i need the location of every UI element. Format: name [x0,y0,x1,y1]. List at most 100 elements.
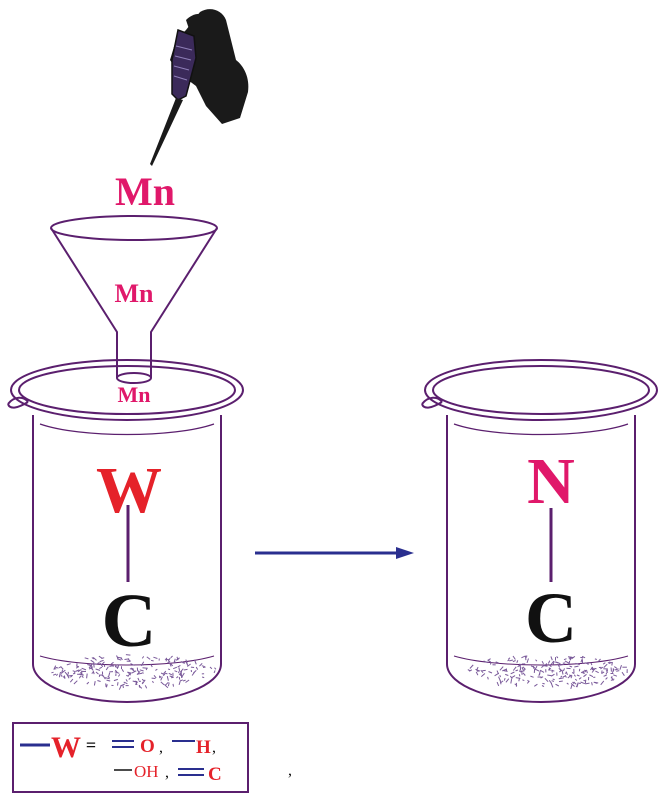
sediment-grain [55,666,59,669]
sediment-grain [118,684,122,690]
sediment-grain [84,657,89,660]
sediment-grain [512,666,517,671]
sediment-grain [86,673,88,679]
sediment-grain [518,674,521,677]
sediment-grain [170,655,173,659]
sediment-grain [131,670,137,674]
sediment-grain [116,655,119,660]
sediment-grain [127,671,132,676]
sediment-grain [518,678,520,682]
sediment-grain [144,685,148,689]
sediment-grain [179,668,184,673]
sediment-grain [117,656,123,659]
sediment-grain [521,667,524,670]
sediment-grain [521,656,525,659]
sediment-grain [573,674,576,677]
sediment-grain [523,655,528,658]
sediment-grain [114,671,120,674]
sediment-grain [168,672,173,676]
sediment-grain [99,659,104,663]
sediment-grain [489,662,492,665]
sediment-grain [101,661,105,666]
sediment-grain [572,681,575,685]
sediment-grain [170,663,174,667]
sediment-grain [535,659,538,662]
sediment-grain [116,658,122,661]
sediment-grain [199,663,203,667]
sediment-grain [586,669,588,674]
sediment-grain [534,683,538,687]
sediment-grain [130,667,135,670]
sediment-grain [117,664,120,668]
sediment-grain [141,656,145,659]
sediment-grain [150,659,154,662]
sediment-grain [542,682,545,685]
sediment-grain [548,663,552,668]
sediment-grain [142,667,148,669]
sediment-grain [503,677,506,681]
sediment-grain [518,663,522,667]
sediment-grain [107,675,110,679]
sediment-grain [123,681,128,685]
legend-comma: , [165,764,169,781]
sediment-grain [576,674,580,677]
legend-comma: , [212,739,216,756]
sediment-grain [186,663,191,667]
sediment-grain [530,675,534,678]
sediment-grain [583,673,587,678]
sediment-grain [575,662,581,666]
sediment-grain [522,679,525,682]
sediment-grain [160,681,165,686]
sediment-grain [507,657,511,660]
sediment-grain [213,670,216,674]
sediment-grain [488,671,493,674]
sediment-grain [202,666,206,668]
sediment-grain [60,666,64,670]
sediment-grain [169,675,173,678]
sediment-grain [502,668,507,672]
sediment-grain [88,666,93,670]
sediment-grain [66,663,71,666]
sediment-grain [167,682,170,687]
sediment-grain [97,662,100,665]
sediment-grain [167,657,171,662]
sediment-grain [169,662,172,667]
sediment-grain [164,684,169,689]
sediment-grain [515,669,519,672]
funnel-bottom-label: Mn [118,382,151,407]
sediment-grain [95,668,101,671]
sediment-grain [128,677,131,680]
sediment-grain [605,677,608,680]
sediment-grain [574,665,579,668]
sediment-grain [602,662,606,665]
sediment-grain [136,670,141,675]
legend-w-symbol: W [51,731,81,764]
sediment-grain [616,670,620,672]
sediment-grain [487,658,491,661]
beaker-icon [421,359,658,704]
sediment-grain [499,679,502,685]
sediment-grain [131,668,136,672]
sediment-grain [480,673,486,677]
funnel-mid-label: Mn [115,279,155,308]
sediment-grain [558,677,564,680]
sediment-grain [140,661,145,667]
sediment-grain [507,659,510,662]
sediment-grain [73,671,76,675]
sediment-grain [77,668,82,673]
sediment-grain [172,683,174,687]
sediment-grain [105,666,109,671]
sediment-grain [480,669,484,674]
sediment-grain [99,662,104,668]
sediment-grain [575,684,579,688]
sediment-grain [105,684,108,688]
sediment-grain [591,666,595,670]
legend-comma: , [159,739,163,756]
atom-c-right: C [525,578,577,658]
sediment-grain [176,676,179,679]
sediment-grain [601,670,603,674]
sediment-grain [153,674,157,679]
sediment-grain [519,667,522,672]
sediment-grain [178,667,181,672]
sediment-grain [505,673,509,676]
